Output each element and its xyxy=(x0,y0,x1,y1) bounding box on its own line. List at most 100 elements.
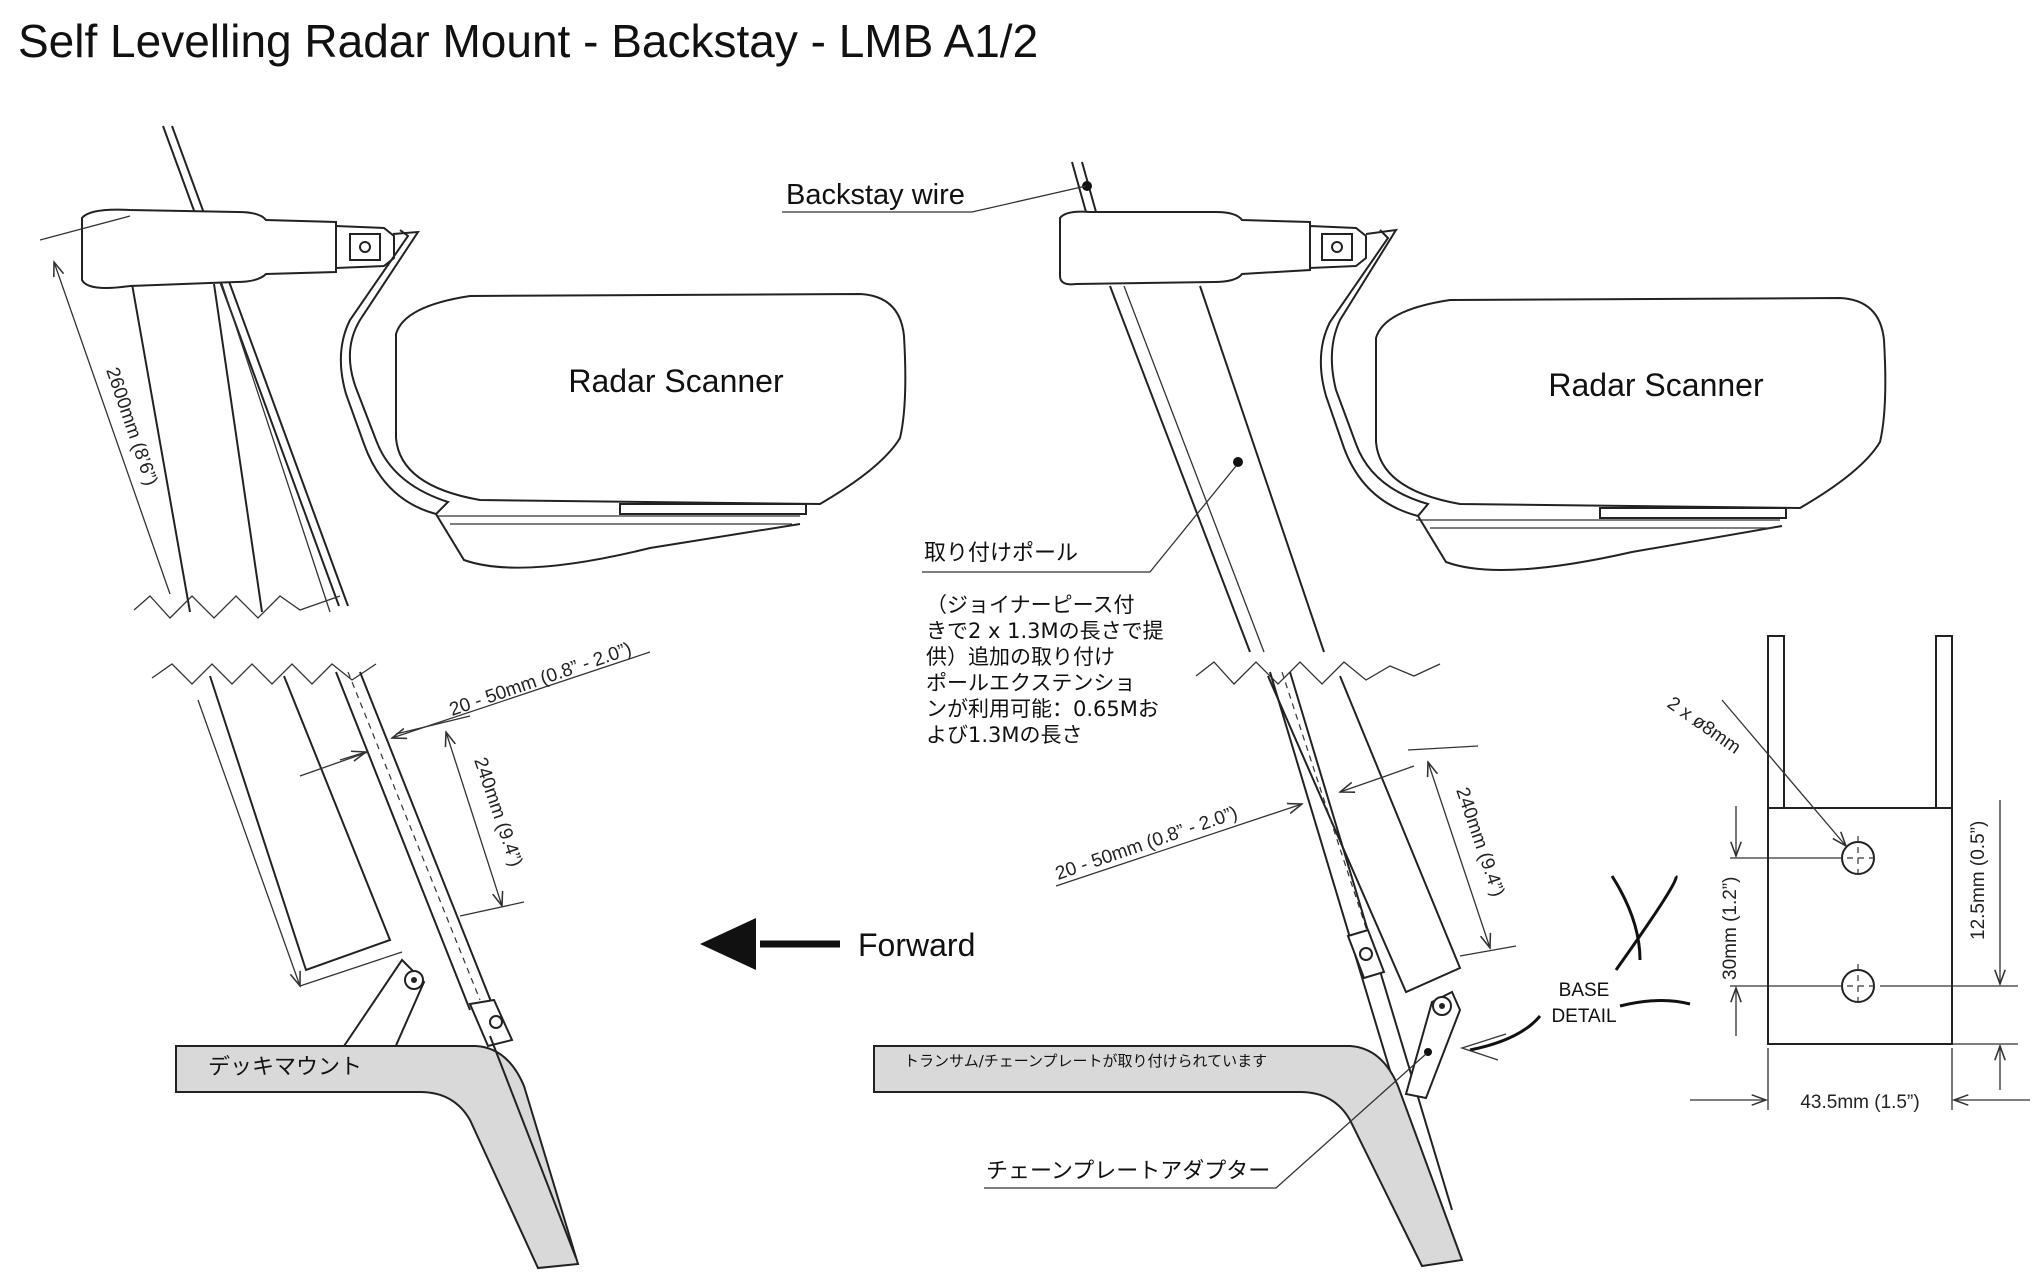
bracket-arm-right xyxy=(1330,228,1783,571)
radar-scanner-right xyxy=(1375,296,1887,510)
left-assembly: Radar Scanner デッキマウント 2600mm (8’6”) 20 -… xyxy=(39,125,907,1270)
dim-length-right-ext-bottom xyxy=(1459,945,1517,957)
pole-note-line-6: よび1.3Mの長さ xyxy=(926,723,1083,747)
dim-gap-right-ext xyxy=(1385,765,1415,777)
backstay-wire-left-lower-a xyxy=(335,671,471,1011)
radar-scanner-left xyxy=(395,292,907,506)
chainplate-adapter-label: チェーンプレートアダプター xyxy=(986,1159,1270,1184)
radar-scanner-left-label: Radar Scanner xyxy=(568,363,784,399)
chainplate-adapter-leader xyxy=(984,1053,1427,1189)
turnbuckle-pin-left xyxy=(489,1015,503,1029)
chainplate-left xyxy=(489,1035,577,1259)
pole-leader xyxy=(922,465,1237,573)
dim-length-left-line xyxy=(446,732,502,906)
dim-gap-left-ext xyxy=(299,751,369,777)
turnbuckle-pin-right xyxy=(1359,947,1373,961)
dim-vertical-left-line xyxy=(197,699,300,986)
base-hole-centerlines xyxy=(1836,836,1880,1008)
break-line-left-upper xyxy=(133,595,341,619)
pole-note-line-4: ポールエクステンショ xyxy=(926,671,1135,695)
base-detail-label-line-1: BASE xyxy=(1559,980,1610,1001)
dim-gap-right: 20 - 50mm (0.8” - 2.0”) xyxy=(1053,803,1241,885)
dim-hole-offset: 12.5mm (0.5”) xyxy=(1968,821,1989,940)
dim-length-left-ext-top xyxy=(395,715,471,735)
backstay-wire-left-lower-b xyxy=(359,671,493,1005)
pole-note-line-1: （ジョイナーピース付 xyxy=(926,593,1135,617)
break-line-right xyxy=(1195,661,1441,685)
pole-note-line-3: 供）追加の取り付け xyxy=(926,645,1115,669)
pole-right-lower xyxy=(1267,675,1462,994)
clamp-pin-right xyxy=(1331,241,1343,253)
dim-height-left-ext xyxy=(39,215,131,241)
dim-vertical-left-ext xyxy=(299,951,403,987)
dim-gap-left: 20 - 50mm (0.8” - 2.0”) xyxy=(447,639,635,721)
deck-left xyxy=(175,1045,580,1270)
base-detail-curve-right xyxy=(1619,998,1691,1008)
chainplate-adapter xyxy=(1404,990,1462,1100)
dim-height-left: 2600mm (8’6”) xyxy=(101,365,161,489)
radar-scanner-right-label: Radar Scanner xyxy=(1548,367,1764,403)
clamp-lug-left xyxy=(349,233,381,261)
forward-arrow: Forward xyxy=(700,918,975,970)
base-detail-curve-left xyxy=(1614,874,1678,971)
backstay-wire-left-upper-edge xyxy=(171,125,349,607)
dim-gap-left-arrow-a xyxy=(339,752,366,760)
pole-right-upper-rail xyxy=(1123,285,1265,653)
backstay-wire-leader xyxy=(782,185,1087,213)
pole-left-upper xyxy=(131,283,263,613)
bracket-arm-right-inner xyxy=(1319,229,1419,517)
deck-right xyxy=(873,1045,1464,1268)
base-plate-outline xyxy=(1767,635,1953,1045)
right-assembly: Backstay wire Radar Scanner 取り付けポール （ジョイ… xyxy=(782,161,1887,1268)
base-detail-pointer xyxy=(1469,1015,1542,1052)
clamp-pin-left xyxy=(359,241,371,253)
dim-length-right-ext-top xyxy=(1407,745,1479,751)
deck-mount-label: デッキマウント xyxy=(208,1055,362,1080)
bracket-arm-left-inner xyxy=(339,229,437,515)
base-detail-arrowhead xyxy=(1459,1033,1507,1061)
break-line-left-lower xyxy=(151,663,377,685)
top-clamp-right xyxy=(1059,210,1311,286)
backstay-wire-pointer-dot xyxy=(1082,181,1092,191)
hinge-pin-left-dot xyxy=(411,977,417,983)
clamp-lug-right xyxy=(1321,233,1353,261)
dim-base-width: 43.5mm (1.5”) xyxy=(1800,1092,1919,1113)
pole-right-upper xyxy=(1109,285,1325,653)
forward-arrow-head xyxy=(700,918,756,970)
dim-hole-spacing: 30mm (1.2”) xyxy=(1720,877,1741,980)
radar-base-plate-right xyxy=(1599,507,1787,519)
pole-left-lower xyxy=(209,675,392,972)
dim-length-right: 240mm (9.4”) xyxy=(1451,785,1508,900)
backstay-wire-left-upper xyxy=(162,125,340,607)
drawing-title: Self Levelling Radar Mount - Backstay - … xyxy=(18,15,1039,67)
base-extension-lines xyxy=(1730,857,2018,987)
bracket-arm-left xyxy=(348,230,801,569)
top-clamp-left xyxy=(81,208,337,289)
base-detail-label-line-2: DETAIL xyxy=(1551,1006,1616,1027)
dim-height-left-line xyxy=(54,262,171,595)
backstay-wire-label: Backstay wire xyxy=(786,179,965,211)
pole-left-upper-rail xyxy=(221,283,331,613)
dim-length-left: 240mm (9.4”) xyxy=(469,755,526,870)
dim-gap-right-arrow xyxy=(1340,775,1387,792)
pole-note-line-5: ンが利用可能：0.65Mお xyxy=(926,697,1159,721)
backstay-wire-left-dashed xyxy=(347,671,481,1001)
dim-length-right-line xyxy=(1428,762,1490,948)
radar-base-rails-left xyxy=(436,515,800,525)
dim-holes-leader xyxy=(1721,699,1846,846)
pole-note: （ジョイナーピース付 きで2 x 1.3Mの長さで提 供）追加の取り付け ポール… xyxy=(926,593,1164,747)
forward-label: Forward xyxy=(858,927,975,963)
mounting-pole-label: 取り付けポール xyxy=(924,541,1078,566)
dim-gap-right-line xyxy=(1055,804,1302,887)
transom-label: トランサム/チェーンプレートが取り付けられています xyxy=(904,1052,1267,1070)
backstay-wire-right-dashed xyxy=(1281,671,1371,941)
adapter-pin-dot xyxy=(1439,1003,1445,1009)
radar-base-plate-left xyxy=(619,503,807,515)
pole-pointer-dot xyxy=(1233,457,1243,467)
pole-note-line-2: きで2 x 1.3Mの長さで提 xyxy=(926,619,1164,643)
dim-holes: 2 x ø8mm xyxy=(1663,693,1744,759)
base-detail-curve-top xyxy=(1610,875,1642,961)
radar-base-rails-right xyxy=(1416,519,1780,529)
dim-gap-left-arrow-b xyxy=(392,651,651,738)
